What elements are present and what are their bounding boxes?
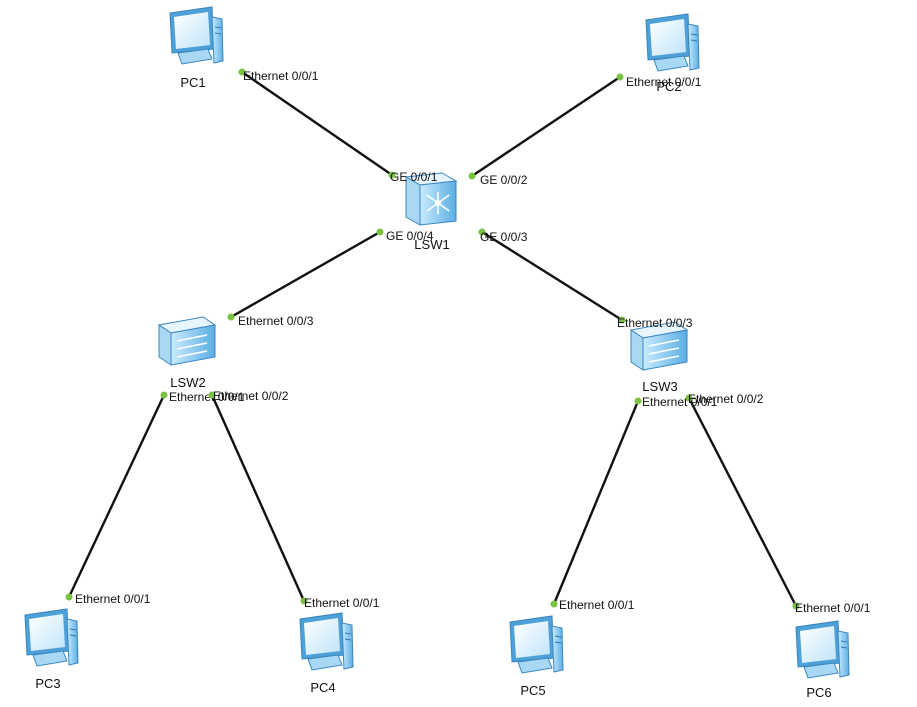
pc-icon — [509, 615, 564, 674]
device-label: LSW1 — [414, 237, 449, 252]
device-label: PC3 — [35, 676, 60, 691]
pc-icon — [169, 6, 224, 65]
port-label: Ethernet 0/0/1 — [626, 75, 702, 89]
port-dot[interactable] — [468, 172, 476, 180]
port-label: Ethernet 0/0/1 — [169, 390, 245, 404]
link-pc1-lsw1[interactable] — [241, 71, 393, 176]
port-label: GE 0/0/4 — [386, 229, 434, 243]
port-label: Ethernet 0/0/1 — [795, 601, 871, 615]
switch-icon — [629, 321, 689, 371]
link-lsw3-pc6[interactable] — [687, 397, 798, 607]
device-pc5[interactable] — [509, 615, 564, 674]
link-lsw3-lsw1[interactable] — [481, 230, 623, 322]
device-label: LSW3 — [642, 379, 677, 394]
pc-icon — [299, 612, 354, 671]
device-pc2[interactable] — [645, 13, 700, 72]
device-pc4[interactable] — [299, 612, 354, 671]
port-dot[interactable] — [550, 600, 558, 608]
port-dot[interactable] — [208, 391, 216, 399]
port-dot[interactable] — [616, 73, 624, 81]
port-dot[interactable] — [792, 602, 800, 610]
device-lsw2[interactable] — [157, 316, 217, 366]
port-dot[interactable] — [388, 171, 396, 179]
switch-icon — [157, 316, 217, 366]
link-lsw2-pc4[interactable] — [210, 394, 306, 602]
port-label: Ethernet 0/0/2 — [688, 392, 764, 406]
port-dot[interactable] — [65, 593, 73, 601]
pc-icon — [24, 608, 79, 667]
port-dot[interactable] — [376, 228, 384, 236]
device-label: PC1 — [180, 75, 205, 90]
port-dot[interactable] — [685, 394, 693, 402]
device-label: PC2 — [656, 79, 681, 94]
link-lsw2-pc3[interactable] — [67, 394, 166, 598]
port-label: Ethernet 0/0/1 — [642, 395, 718, 409]
port-dot[interactable] — [227, 313, 235, 321]
device-pc1[interactable] — [169, 6, 224, 65]
core-switch-icon — [404, 172, 458, 226]
pc-icon — [645, 13, 700, 72]
port-label: Ethernet 0/0/2 — [213, 389, 289, 403]
pc-icon — [795, 620, 850, 679]
device-label: PC4 — [310, 680, 335, 695]
port-label: Ethernet 0/0/1 — [243, 69, 319, 83]
link-pc2-lsw1[interactable] — [471, 76, 621, 177]
port-dot[interactable] — [634, 397, 642, 405]
port-label: GE 0/0/1 — [390, 170, 438, 184]
port-dot[interactable] — [300, 597, 308, 605]
link-lsw2-lsw1[interactable] — [230, 230, 381, 319]
port-dot[interactable] — [618, 316, 626, 324]
links-layer — [67, 71, 798, 607]
device-lsw1[interactable] — [404, 172, 458, 226]
port-dot[interactable] — [478, 228, 486, 236]
port-dot[interactable] — [160, 391, 168, 399]
port-label: GE 0/0/3 — [480, 230, 528, 244]
device-label: LSW2 — [170, 375, 205, 390]
device-pc3[interactable] — [24, 608, 79, 667]
device-pc6[interactable] — [795, 620, 850, 679]
port-label: Ethernet 0/0/1 — [304, 596, 380, 610]
device-lsw3[interactable] — [629, 321, 689, 371]
port-label: Ethernet 0/0/3 — [238, 314, 314, 328]
device-label: PC6 — [806, 685, 831, 700]
port-label: GE 0/0/2 — [480, 173, 528, 187]
port-label: Ethernet 0/0/3 — [617, 316, 693, 330]
port-label: Ethernet 0/0/1 — [559, 598, 635, 612]
link-lsw3-pc5[interactable] — [552, 400, 640, 605]
port-label: Ethernet 0/0/1 — [75, 592, 151, 606]
port-dot[interactable] — [238, 68, 246, 76]
device-label: PC5 — [520, 683, 545, 698]
